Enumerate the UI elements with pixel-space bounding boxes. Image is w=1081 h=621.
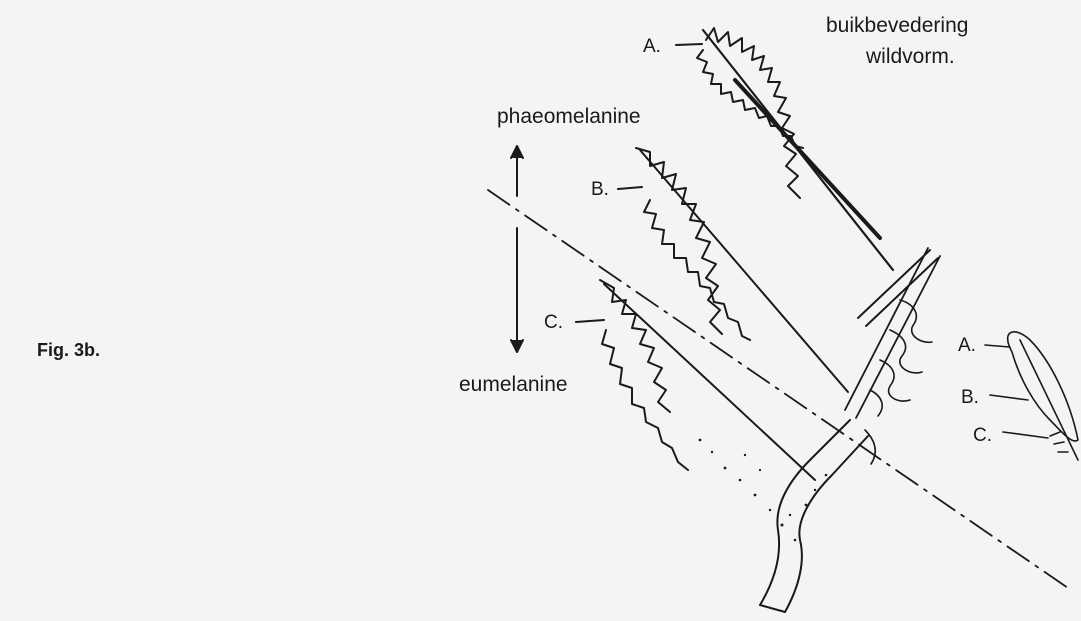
figure-label: Fig. 3b. <box>37 341 100 359</box>
barb-b <box>636 148 848 392</box>
pigment-bottom-label: eumelanine <box>459 374 568 395</box>
small-feather-inset <box>985 332 1078 460</box>
figure-title-line1: buikbevedering <box>826 15 968 36</box>
barb-b-label: B. <box>591 180 609 199</box>
stippling <box>699 439 828 542</box>
barb-a <box>697 28 893 270</box>
pigment-arrow <box>511 146 523 352</box>
small-feather-label-b: B. <box>961 388 979 407</box>
pigment-top-label: phaeomelanine <box>497 106 641 127</box>
small-feather-label-c: C. <box>973 426 992 445</box>
small-feather-label-a: A. <box>958 336 976 355</box>
barb-c <box>600 280 827 541</box>
figure-title-line2: wildvorm. <box>866 46 955 67</box>
barb-a-label: A. <box>643 37 661 56</box>
feather-shaft <box>760 248 940 612</box>
barb-c-label: C. <box>544 313 563 332</box>
